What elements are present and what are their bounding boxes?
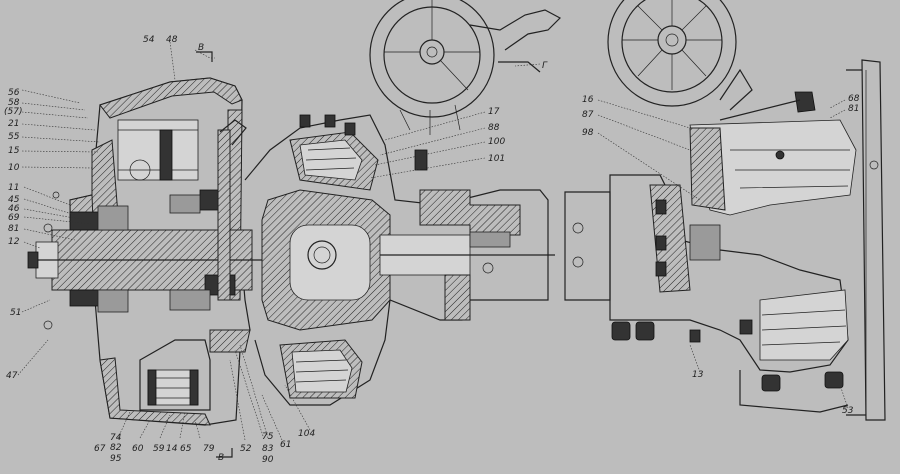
differential-section bbox=[244, 0, 561, 406]
label-82: 82 bbox=[110, 443, 122, 453]
label-section-g: Г bbox=[542, 61, 548, 71]
label-52: 52 bbox=[240, 444, 252, 454]
label-10: 10 bbox=[8, 163, 20, 173]
label-79: 79 bbox=[203, 444, 215, 454]
label-68: 68 bbox=[848, 94, 860, 104]
label-section-b-bottom: B bbox=[218, 453, 224, 463]
label-48: 48 bbox=[166, 35, 178, 45]
label-74: 74 bbox=[110, 433, 122, 443]
label-104: 104 bbox=[298, 429, 315, 439]
label-90: 90 bbox=[262, 455, 274, 465]
part-number-labels: 54 48 B 56 58 (57) 21 55 15 10 11 45 46 … bbox=[4, 35, 860, 465]
label-61: 61 bbox=[280, 440, 291, 450]
leader-lines bbox=[17, 41, 849, 458]
label-56: 56 bbox=[8, 88, 20, 98]
label-75: 75 bbox=[262, 432, 274, 442]
label-section-b-top: B bbox=[198, 43, 204, 53]
label-16: 16 bbox=[582, 95, 594, 105]
label-51: 51 bbox=[10, 308, 21, 318]
label-53: 53 bbox=[842, 406, 854, 416]
label-58: 58 bbox=[8, 98, 20, 108]
label-13: 13 bbox=[692, 370, 704, 380]
label-45: 45 bbox=[8, 195, 20, 205]
label-59: 59 bbox=[153, 444, 165, 454]
label-17: 17 bbox=[488, 107, 500, 117]
wheel-hub-section bbox=[564, 0, 886, 421]
label-67: 67 bbox=[94, 444, 106, 454]
final-drive-section bbox=[27, 77, 270, 426]
label-11: 11 bbox=[8, 183, 19, 193]
label-65: 65 bbox=[180, 444, 192, 454]
label-87: 87 bbox=[582, 110, 594, 120]
label-98: 98 bbox=[582, 128, 594, 138]
label-83: 83 bbox=[262, 444, 274, 454]
label-54: 54 bbox=[143, 35, 155, 45]
label-12: 12 bbox=[8, 237, 20, 247]
label-47: 47 bbox=[6, 371, 18, 381]
label-14: 14 bbox=[166, 444, 178, 454]
label-69: 69 bbox=[8, 213, 20, 223]
label-81-left: 81 bbox=[8, 224, 19, 234]
label-21: 21 bbox=[8, 119, 19, 129]
label-57: (57) bbox=[4, 107, 22, 117]
label-88: 88 bbox=[488, 123, 500, 133]
label-100: 100 bbox=[488, 137, 505, 147]
label-55: 55 bbox=[8, 132, 20, 142]
label-101: 101 bbox=[488, 154, 505, 164]
label-95: 95 bbox=[110, 454, 122, 464]
label-60: 60 bbox=[132, 444, 144, 454]
label-15: 15 bbox=[8, 146, 20, 156]
label-46: 46 bbox=[8, 204, 20, 214]
label-81-right: 81 bbox=[848, 104, 859, 114]
